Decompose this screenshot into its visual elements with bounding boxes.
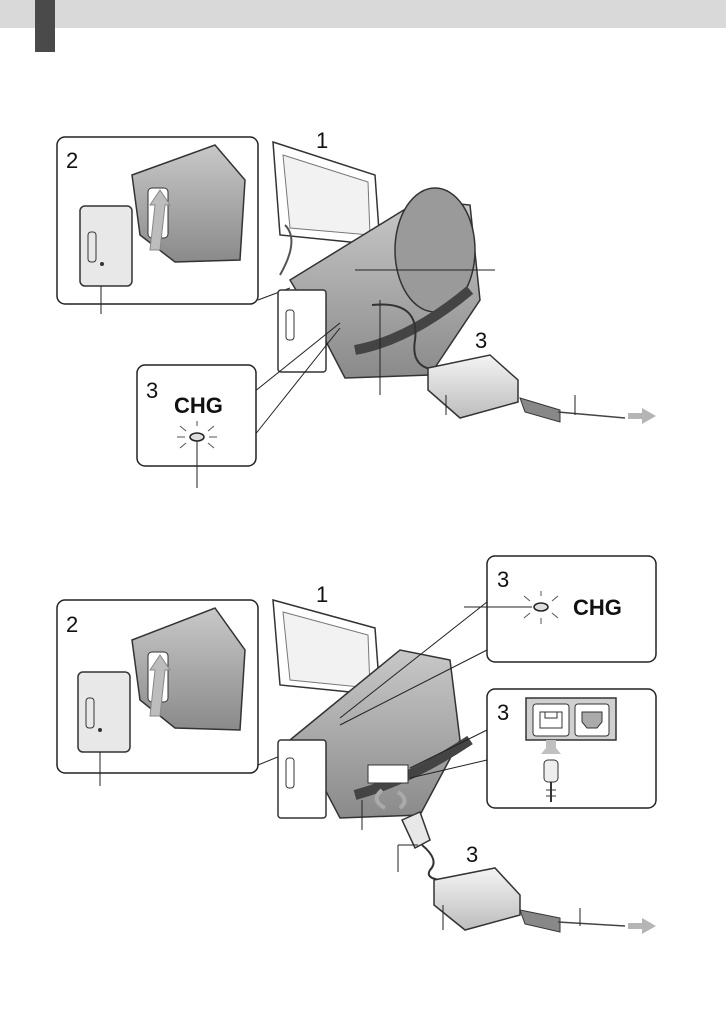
chg-label-bottom: CHG — [573, 595, 622, 620]
step-number-3-jack: 3 — [497, 700, 509, 725]
step-number-2-top: 2 — [66, 148, 78, 173]
step-number-2-bottom: 2 — [66, 612, 78, 637]
battery-pack-icon — [80, 206, 132, 286]
inset-box-chg-bottom — [487, 556, 656, 662]
power-plug-icon — [520, 398, 625, 422]
figure-top: 2 1 3 — [57, 128, 656, 488]
ac-adapter-icon — [428, 355, 518, 418]
step-number-3-lamp-bottom: 3 — [497, 567, 509, 592]
step-number-1-top: 1 — [316, 128, 328, 153]
battery-pack-icon-bottom — [78, 672, 130, 752]
step-number-3-adapter-bottom: 3 — [466, 842, 478, 867]
power-plug-icon-bottom — [520, 910, 625, 932]
ac-adapter-icon-bottom — [434, 868, 520, 930]
camcorder-icon — [273, 142, 480, 378]
chg-label-top: CHG — [174, 393, 223, 418]
arrow-right-icon — [628, 408, 656, 424]
step-number-3-adapter-top: 3 — [475, 328, 487, 353]
dc-cable-plug — [402, 812, 440, 880]
dc-jack-icon — [526, 698, 616, 740]
arrow-right-icon-bottom — [628, 918, 656, 934]
figure-bottom: 2 1 3 — [57, 556, 656, 934]
step-number-1-bottom: 1 — [316, 582, 328, 607]
step-number-3-lamp-top: 3 — [146, 378, 158, 403]
